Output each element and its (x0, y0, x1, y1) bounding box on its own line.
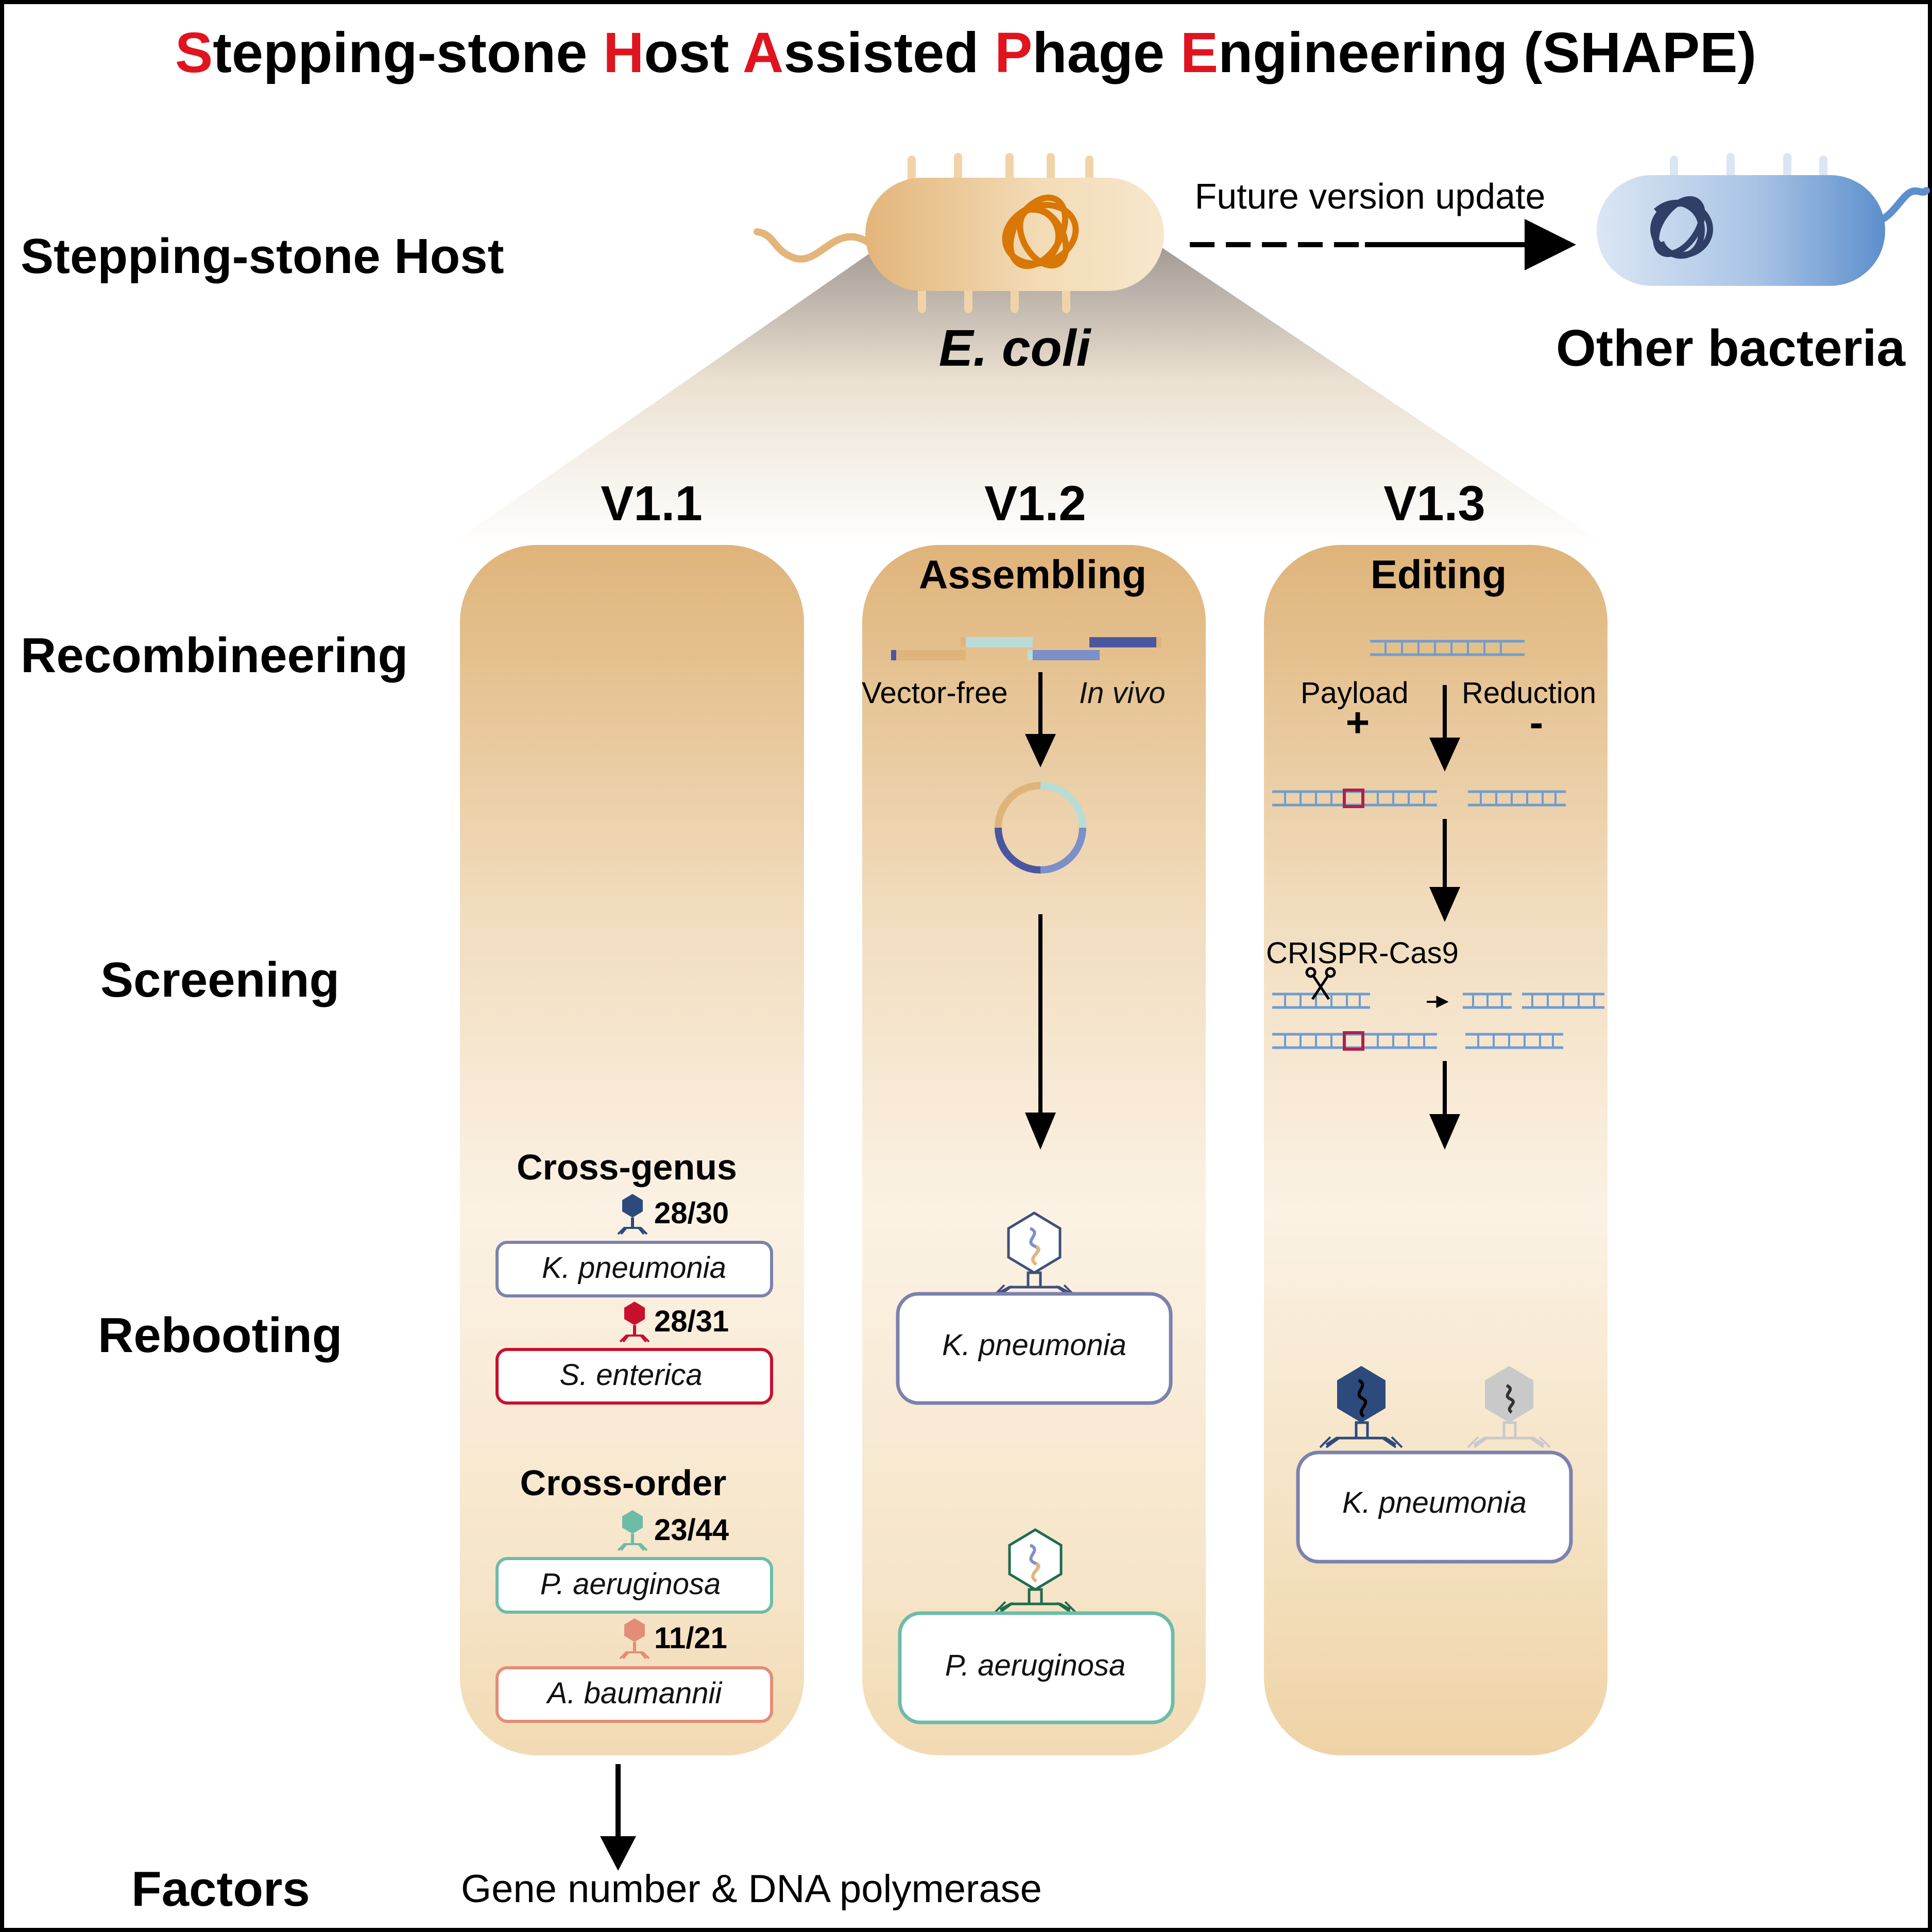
crispr-arrow-head (1429, 887, 1460, 922)
phage-icon (617, 1510, 648, 1551)
host-box-k-pneumonia (495, 1241, 773, 1297)
column-v11 (460, 545, 804, 1755)
phage-icon (994, 1528, 1076, 1613)
phage-icon (619, 1618, 650, 1660)
in-vivo-label: In vivo (1079, 676, 1166, 710)
host-name: P. aeruginosa (540, 1567, 721, 1601)
rebooting-arrow-head (1429, 1114, 1460, 1150)
ratio-label: 28/30 (654, 1196, 729, 1230)
host-name: S. enterica (559, 1358, 702, 1392)
host-name: K. pneumonia (542, 1251, 726, 1285)
host-box-p-aeruginosa (495, 1557, 773, 1614)
version-v12: V1.2 (984, 476, 1086, 531)
ratio-label: 11/21 (654, 1621, 727, 1655)
row-label-factors: Factors (131, 1861, 310, 1917)
host-name: P. aeruginosa (945, 1649, 1125, 1682)
phage-icon (619, 1302, 650, 1343)
factors-arrow-head (600, 1836, 636, 1871)
other-bacteria-label: Other bacteria (1556, 319, 1906, 377)
vector-free-label: Vector-free (862, 676, 1008, 710)
version-v13: V1.3 (1383, 476, 1485, 531)
circular-genome-icon (995, 782, 1086, 874)
host-name: K. pneumonia (1342, 1486, 1527, 1519)
ratio-label: 28/31 (654, 1305, 729, 1338)
future-update-label: Future version update (1195, 176, 1546, 216)
editing-heading: Editing (1371, 552, 1507, 597)
phage-icon (617, 1194, 648, 1235)
plus-sign: + (1346, 699, 1370, 745)
phage-icon (1319, 1366, 1403, 1448)
phage-icon (1467, 1366, 1551, 1448)
host-name: A. baumannii (546, 1677, 723, 1710)
other-bacteria-cell-icon (1597, 153, 1930, 286)
ecoli-label: E. coli (939, 319, 1092, 377)
zoom-fan (448, 242, 1607, 546)
host-name: K. pneumonia (942, 1328, 1126, 1362)
version-v11: V1.1 (601, 476, 702, 531)
host-box-s-enterica (495, 1348, 773, 1405)
ratio-label: 23/44 (654, 1513, 729, 1547)
cross-genus-label: Cross-genus (517, 1147, 737, 1187)
assembling-heading: Assembling (919, 552, 1147, 597)
factors-text: Gene number & DNA polymerase (461, 1867, 1042, 1911)
page-title: Stepping-stone Host Assisted Phage Engin… (175, 21, 1756, 84)
row-label-recombineering: Recombineering (21, 628, 408, 683)
host-box-k-pneumonia (1296, 1450, 1573, 1564)
ecoli-cell-icon (754, 153, 1164, 313)
host-box-a-baumannii (495, 1666, 773, 1723)
row-label-host: Stepping-stone Host (21, 229, 504, 284)
cross-order-label: Cross-order (520, 1463, 727, 1503)
payload-label: Payload (1301, 676, 1409, 710)
assemble-arrow-head (1025, 734, 1056, 767)
editing-arrow-head (1429, 738, 1460, 772)
scissors-icon (1305, 967, 1336, 1000)
screen-arrow-head (1025, 1113, 1056, 1150)
cleaved-dna (1463, 993, 1604, 1009)
phage-icon (993, 1211, 1075, 1296)
row-label-screening: Screening (100, 952, 339, 1007)
host-box-p-aeruginosa (898, 1611, 1175, 1724)
crispr-label: CRISPR-Cas9 (1266, 936, 1459, 970)
column-v13 (1264, 545, 1608, 1755)
row-label-rebooting: Rebooting (98, 1308, 343, 1363)
reduction-label: Reduction (1462, 676, 1596, 710)
host-box-k-pneumonia (896, 1292, 1173, 1405)
dna-fragments-icon (891, 637, 1161, 660)
column-v12 (862, 545, 1206, 1755)
minus-sign: - (1530, 699, 1544, 745)
future-arrow-head (1525, 219, 1576, 270)
